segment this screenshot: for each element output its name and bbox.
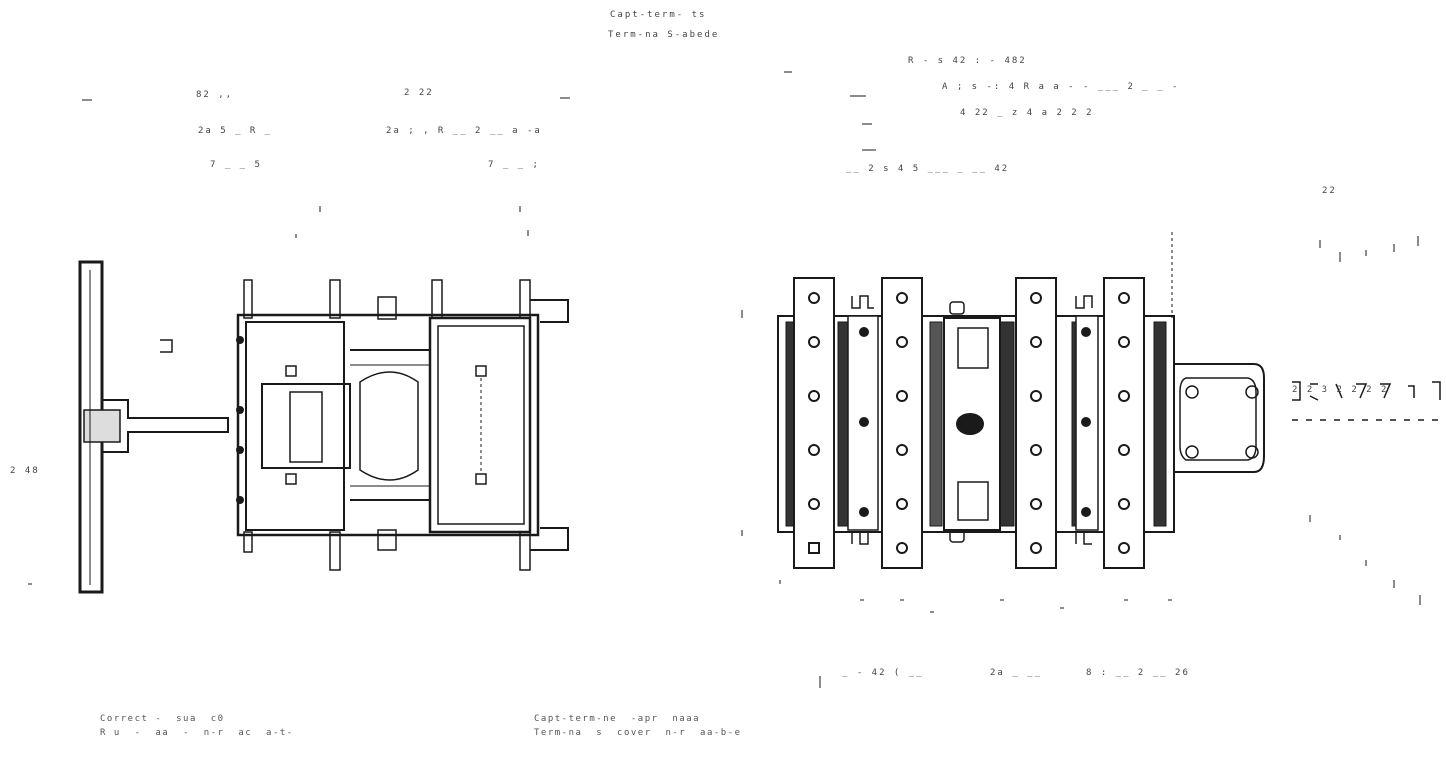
left-label-1: 82 ,, bbox=[196, 90, 234, 100]
left-label-5: 7 _ _ 5 bbox=[210, 160, 262, 170]
bottom-label-3: 8 : __ 2 __ 26 bbox=[1086, 668, 1190, 678]
switch-body bbox=[236, 313, 540, 537]
left-note: Correct - sua c0 R u - aa - n-r ac a-t- bbox=[100, 714, 294, 738]
right-label-3: 4 22 _ z 4 a 2 2 2 bbox=[960, 108, 1094, 118]
handle-hub bbox=[83, 409, 121, 443]
right-label-5: 2 2 3 2 2 2 2 bbox=[1292, 385, 1389, 395]
header-line-2: Term-na S-abede bbox=[608, 30, 720, 40]
header-line-1: Capt-term- ts bbox=[610, 10, 707, 20]
right-label-6: 22 bbox=[1322, 186, 1337, 196]
left-label-7: 2 48 bbox=[10, 466, 40, 476]
left-label-6: 7 _ _ ; bbox=[488, 160, 540, 170]
right-front-view bbox=[777, 232, 1265, 569]
left-label-2: 2 22 bbox=[404, 88, 434, 98]
right-note: Capt-term-ne -apr naaa Term-na s cover n… bbox=[534, 714, 742, 738]
left-label-3: 2a 5 _ R _ bbox=[198, 126, 273, 136]
terminal-block bbox=[777, 315, 1175, 533]
bottom-label-1: _ - 42 ( __ bbox=[842, 668, 924, 678]
bottom-label-2: 2a _ __ bbox=[990, 668, 1042, 678]
right-label-4: __ 2 s 4 5 ___ _ __ 42 bbox=[846, 164, 1010, 174]
left-label-4: 2a ; , R __ 2 __ a -a bbox=[386, 126, 542, 136]
right-label-1: R - s 42 : - 482 bbox=[908, 56, 1027, 66]
right-label-2: A ; s -: 4 R a a - - ___ 2 _ _ - bbox=[942, 82, 1180, 92]
left-side-view bbox=[78, 260, 569, 594]
handle-shaft bbox=[102, 399, 229, 453]
